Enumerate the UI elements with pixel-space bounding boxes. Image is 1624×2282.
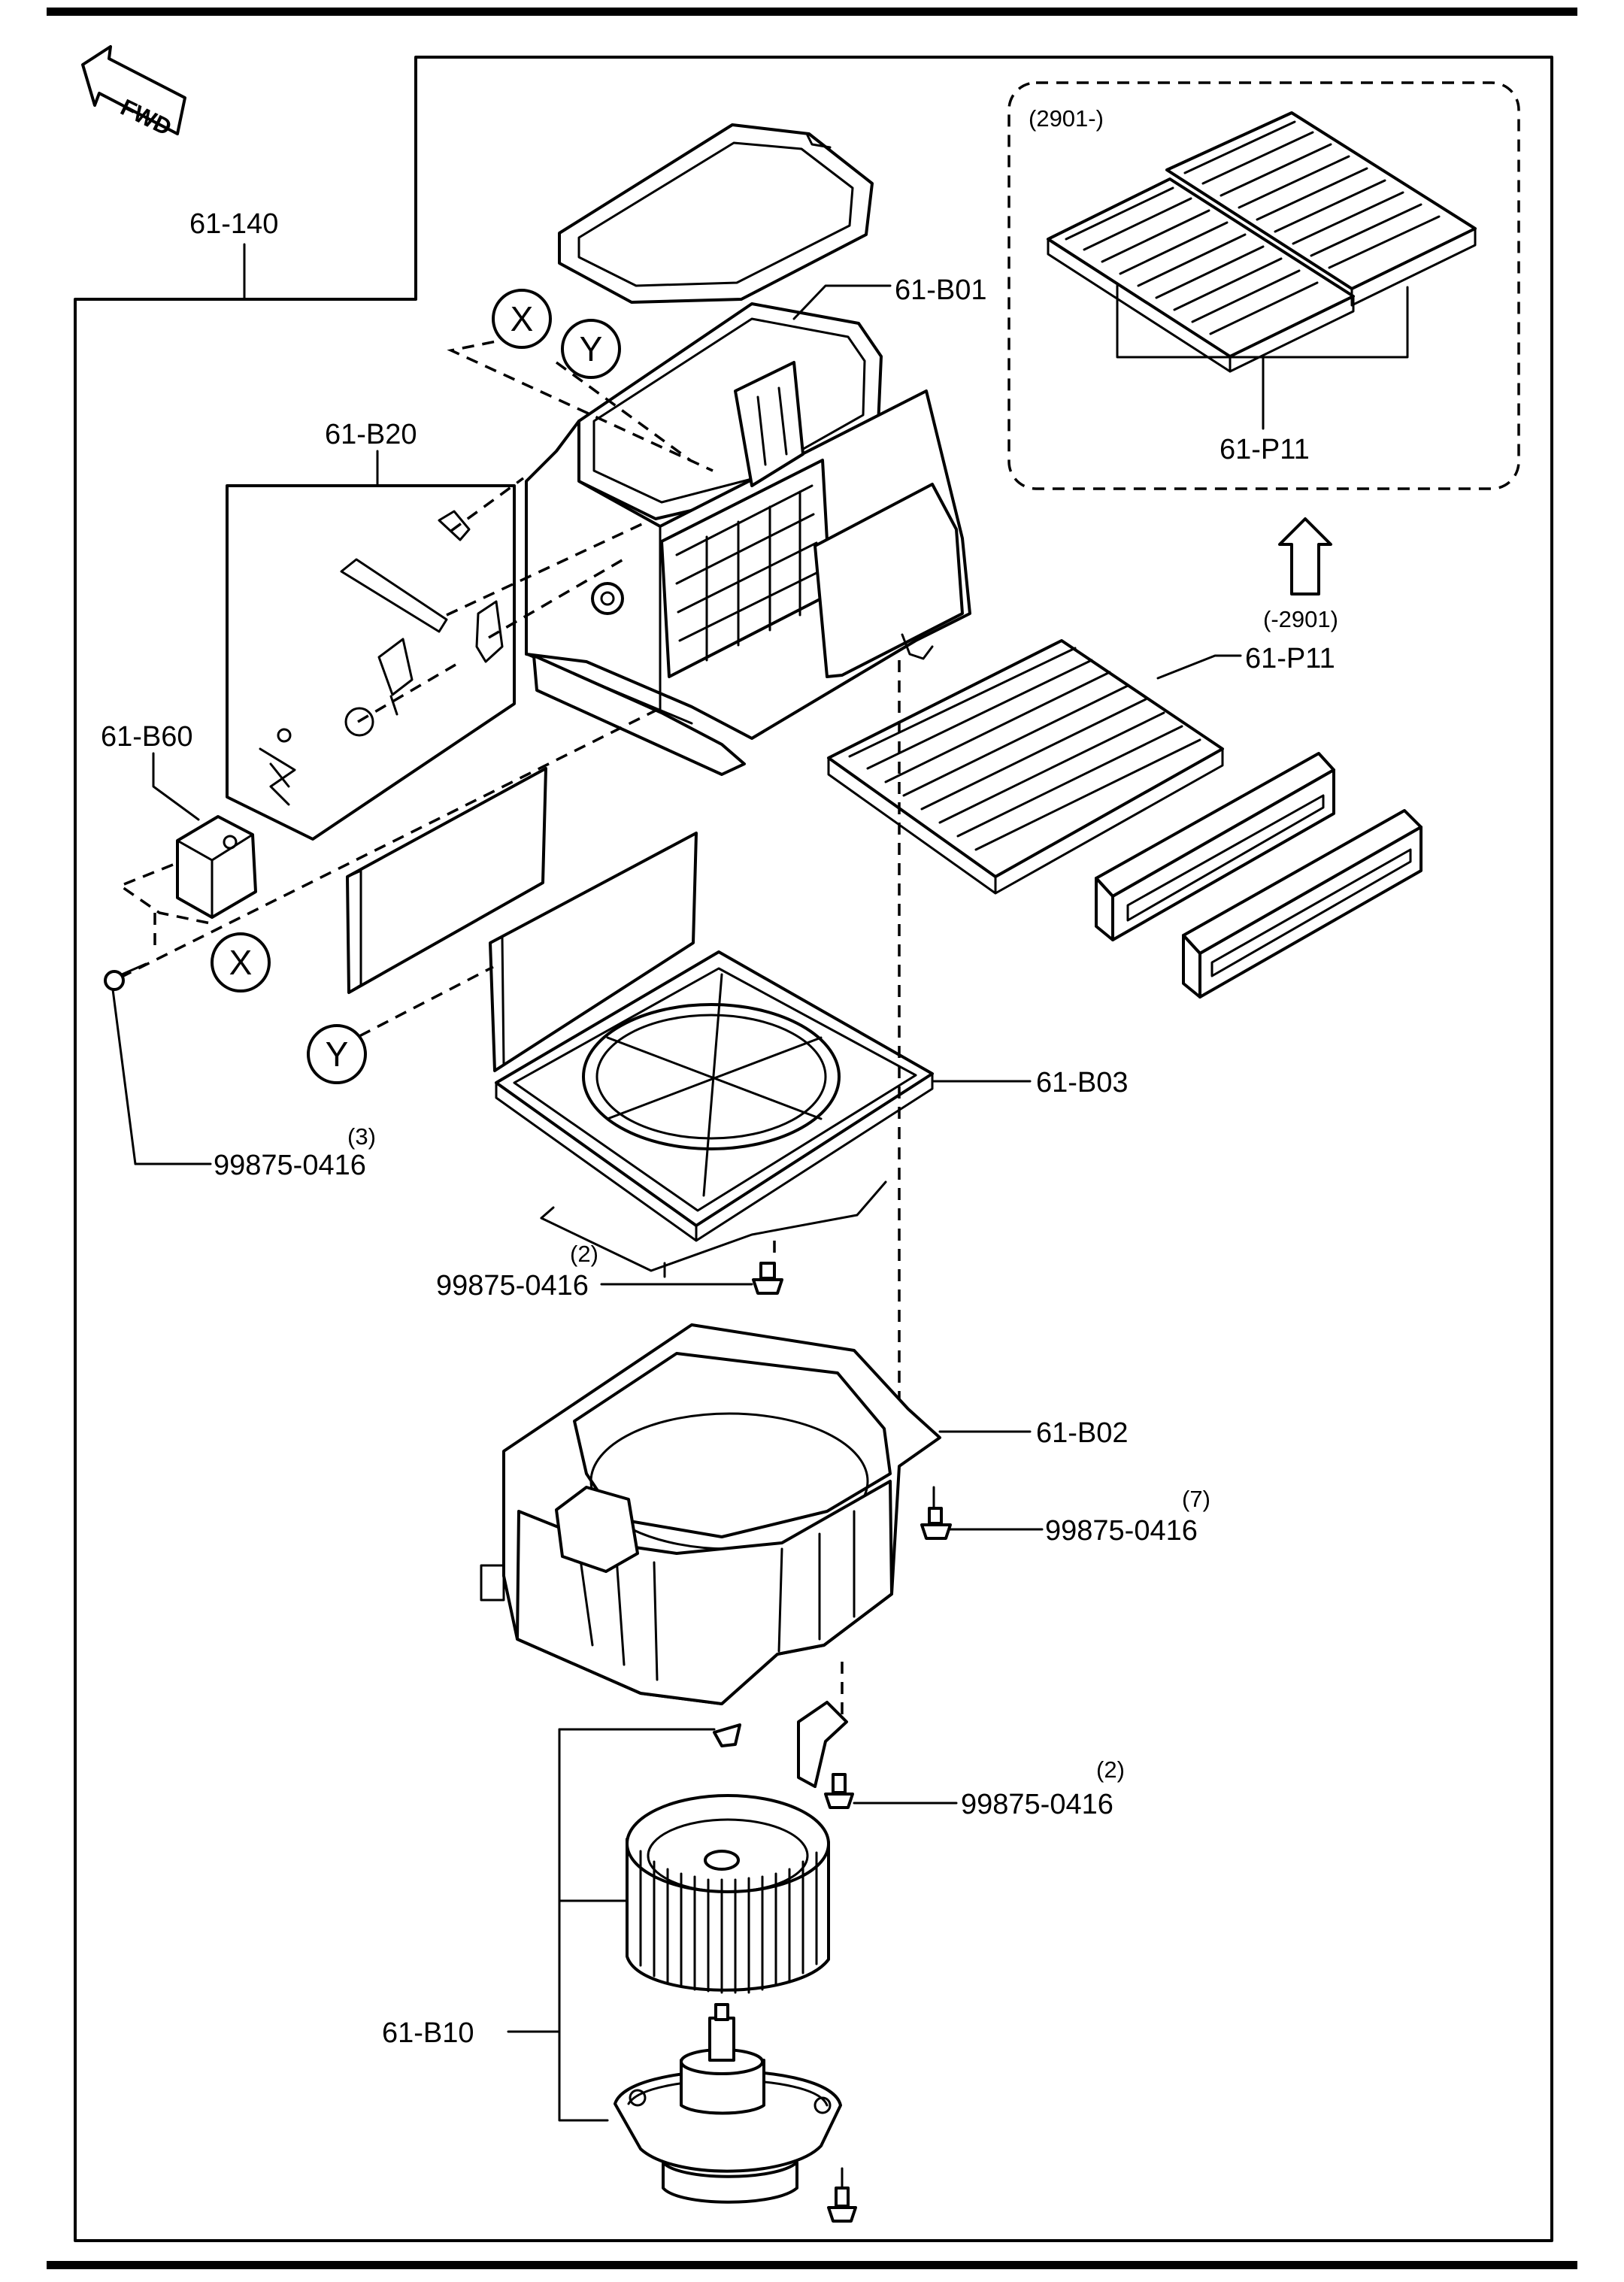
inset-filter-right [1165, 111, 1477, 307]
screw-qty-3: (7) [1182, 1486, 1210, 1512]
label-61-b02: 61-B02 [1036, 1417, 1129, 1449]
label-61-b01: 61-B01 [895, 274, 987, 306]
screw-qty-4: (2) [1096, 1756, 1125, 1783]
screw-b03-icon [752, 1262, 783, 1295]
screw-b02-icon [920, 1486, 952, 1540]
motor-bracket [797, 1701, 848, 1788]
bottom-border [47, 2261, 1577, 2269]
callout-x-left: X [211, 932, 271, 993]
linkage-kit-b20 [259, 510, 504, 806]
inset-date-label: (2901-) [1029, 105, 1104, 132]
top-border [47, 8, 1577, 16]
callout-x-top: X [492, 289, 552, 349]
blower-case-b02 [480, 1323, 941, 1705]
screw-label-2: 99875-0416 [436, 1270, 589, 1302]
filter-frame-2 [1182, 809, 1423, 999]
label-61-b60: 61-B60 [101, 721, 193, 753]
svg-text:Y: Y [326, 1035, 349, 1074]
assembly-frame [74, 56, 1553, 2242]
label-61-b20: 61-B20 [325, 419, 417, 450]
label-61-b10: 61-B10 [382, 2017, 474, 2049]
callout-y-left: Y [307, 1024, 367, 1084]
up-arrow-icon [1278, 517, 1332, 596]
air-filter-p11 [827, 639, 1224, 895]
filter-frame-1 [1095, 752, 1335, 941]
screw-motor-icon [824, 1773, 854, 1809]
blower-fan-b10 [626, 1794, 830, 1994]
screw-qty-1: (3) [347, 1123, 376, 1150]
clip-icon [713, 1723, 741, 1747]
label-61-p11: 61-P11 [1245, 643, 1335, 674]
fwd-arrow-icon: FWD [81, 45, 186, 141]
actuator-b60 [176, 815, 257, 919]
inset-filter-left [1047, 177, 1355, 373]
core-x [346, 767, 547, 994]
inset-box [1007, 81, 1520, 490]
screw-label-1: 99875-0416 [214, 1150, 366, 1181]
screw-label-3: 99875-0416 [1045, 1515, 1198, 1547]
callout-y-top: Y [561, 319, 621, 379]
inset-part-label: 61-P11 [1220, 434, 1310, 465]
blower-motor-b10 [614, 2003, 842, 2204]
svg-text:X: X [229, 943, 253, 982]
screw-qty-2: (2) [570, 1241, 598, 1267]
screw-label-4: 99875-0416 [961, 1789, 1113, 1820]
svg-text:X: X [511, 299, 534, 338]
core-y [489, 832, 698, 1072]
screw-bottom-icon [827, 2167, 857, 2223]
fan-housing-cover-b03 [495, 950, 934, 1278]
linkage-kit-bracket [226, 484, 516, 841]
intake-case-b01 [525, 302, 971, 776]
seal-gasket-top [558, 123, 874, 304]
screw-actuator-icon [104, 962, 147, 991]
pre-2901-note: (-2901) [1263, 606, 1338, 632]
frame-label: 61-140 [189, 208, 278, 240]
svg-text:Y: Y [580, 329, 603, 368]
label-61-b03: 61-B03 [1036, 1067, 1129, 1099]
